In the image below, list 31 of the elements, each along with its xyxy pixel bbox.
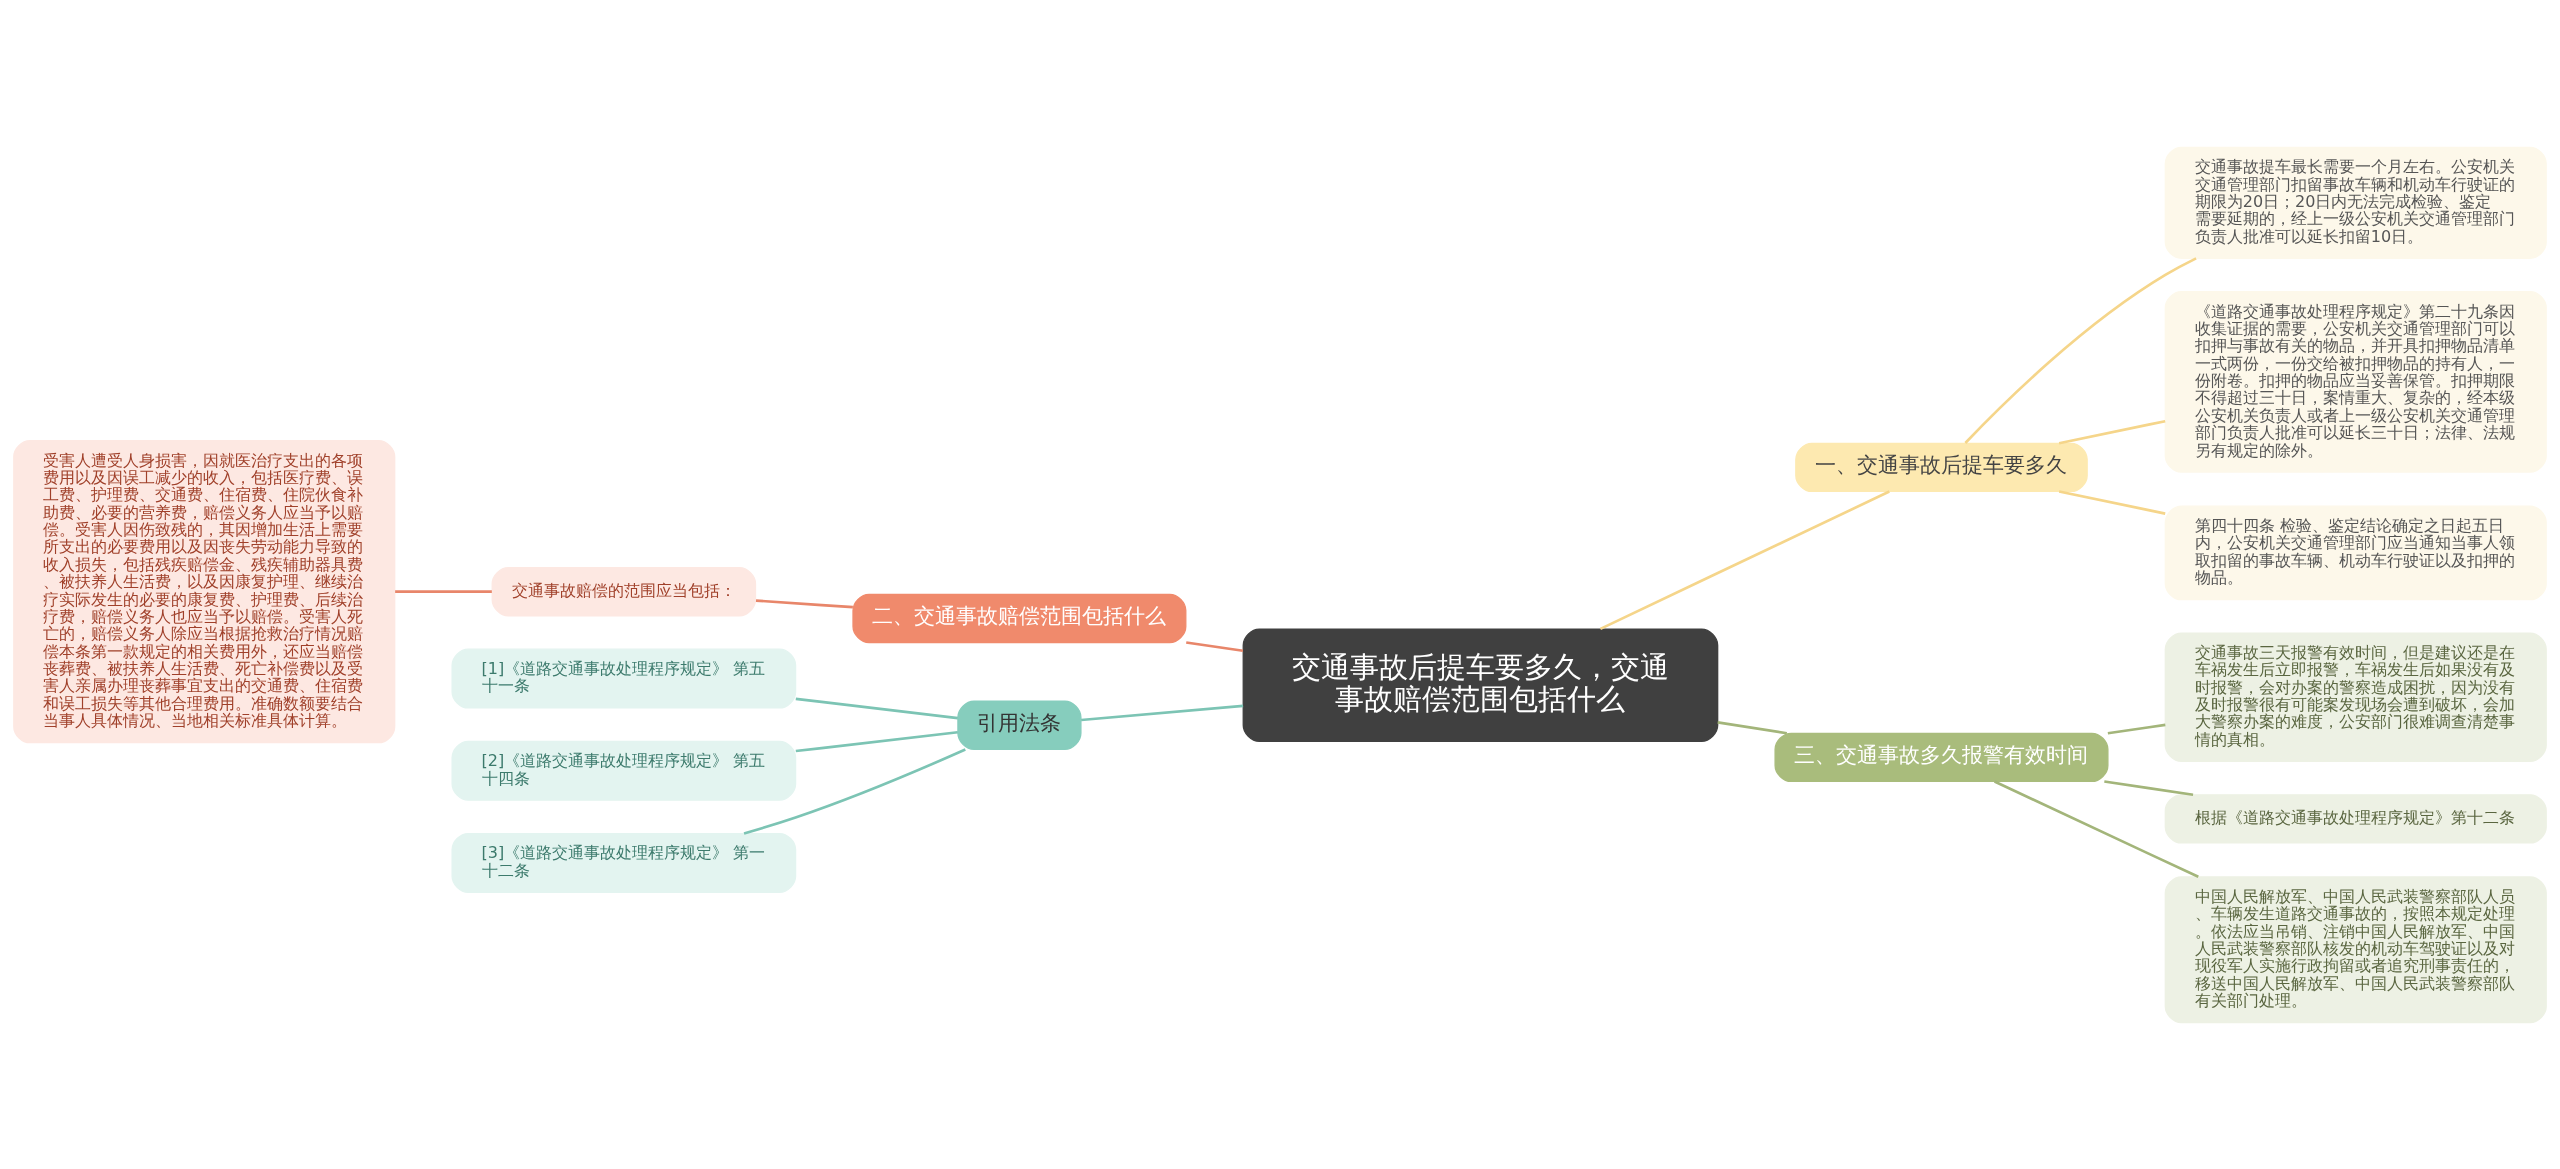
node-box: 交通事故后提车要多久，交通事故赔偿范围包括什么: [1242, 627, 1719, 742]
node-box: 受害人遭受人身损害，因就医治疗支出的各项费用以及因误工减少的收入，包括医疗费、误工费、护理费、交通费、住宿费、住院伙食补助费、必要的营养费，赔偿义务人应当予以赔偿。受害人因伤致残的，其因增加生活上需要所支出的必要费用以及因丧失劳动能力导致的收入损失，包括残疾赔偿金、残疾辅助器具费、被扶养人生活费，以及因康复护理、继续治疗实际发生的必要的康复费、护理费、后续治疗费，赔偿义务人也应当予以赔偿。受害人死亡的，赔偿义务人除应当根据抢救治疗情况赔偿本条第一款规定的相关费用外，还应当赔偿丧葬费、被扶养人生活费、死亡补偿费以及受害人亲属办理丧葬事宜支出的交通费、住宿费和误工损失等其他合理费用。准确数额要结合当事人具体情况、当地相关标准具体计算。: [13, 439, 396, 743]
connector: [795, 730, 958, 752]
node-box: 三、交通事故多久报警有效时间: [1774, 732, 2109, 782]
connector: [2107, 723, 2166, 735]
node-box: 交通事故三天报警有效时间，但是建议还是在车祸发生后立即报警，车祸发生后如果没有及时报警，会对办案的警察造成困扰，因为没有及时报警很有可能案发现场会遭到破坏，会加大警察办案的难度，公安部门很难调查清楚事情的真相。: [2164, 631, 2547, 762]
node-box: 《道路交通事故处理程序规定》第二十九条因收集证据的需要，公安机关交通管理部门可以扣押与事故有关的物品，并开具扣押物品清单一式两份，一份交给被扣押物品的持有人，一份附卷。扣押的物品应当妥善保管。扣押期限不得超过三十日，案情重大、复杂的，经本级公安机关负责人或者上一级公安机关交通管理部门负责人批准可以延长三十日；法律、法规另有规定的除外。: [2164, 290, 2547, 473]
connector: [743, 747, 966, 835]
connector: [1599, 489, 1890, 630]
node-box: 二、交通事故赔偿范围包括什么: [852, 593, 1187, 643]
connector: [1186, 640, 1244, 652]
connector: [2058, 419, 2166, 445]
node-box: [1]《道路交通事故处理程序规定》 第五十一条: [451, 647, 797, 709]
node-box: [2]《道路交通事故处理程序规定》 第五十四条: [451, 740, 797, 801]
connector: [1081, 704, 1244, 721]
node-box: 交通事故赔偿的范围应当包括：: [491, 566, 757, 616]
connector: [395, 589, 492, 593]
connector: [2104, 779, 2194, 796]
connector: [1964, 256, 2197, 444]
node-box: 中国人民解放军、中国人民武装警察部队人员、车辆发生道路交通事故的，按照本规定处理。依法应当吊销、注销中国人民解放军、中国人民武装警察部队核发的机动车驾驶证以及对现役军人实施行政拘留或者追究刑事责任的，移送中国人民解放军、中国人民武装警察部队有关部门处理。: [2164, 875, 2547, 1023]
connector: [2058, 489, 2166, 515]
connector: [1994, 779, 2199, 878]
node-box: 一、交通事故后提车要多久: [1795, 442, 2088, 492]
connector: [795, 697, 958, 719]
node-box: 引用法条: [957, 700, 1082, 750]
connector: [1717, 720, 1788, 735]
node-box: 交通事故提车最长需要一个月左右。公安机关交通管理部门扣留事故车辆和机动车行驶证的期限为20日；20日内无法完成检验、鉴定需要延期的，经上一级公安机关交通管理部门负责人批准可以延长扣留10日。: [2164, 146, 2547, 259]
node-box: 第四十四条 检验、鉴定结论确定之日起五日内，公安机关交通管理部门应当通知当事人领取扣留的事故车辆、机动车行驶证以及扣押的物品。: [2164, 505, 2547, 600]
connector: [755, 598, 853, 608]
node-box: [3]《道路交通事故处理程序规定》 第一十二条: [451, 832, 797, 893]
node-box: 根据《道路交通事故处理程序规定》第十二条: [2164, 793, 2547, 844]
